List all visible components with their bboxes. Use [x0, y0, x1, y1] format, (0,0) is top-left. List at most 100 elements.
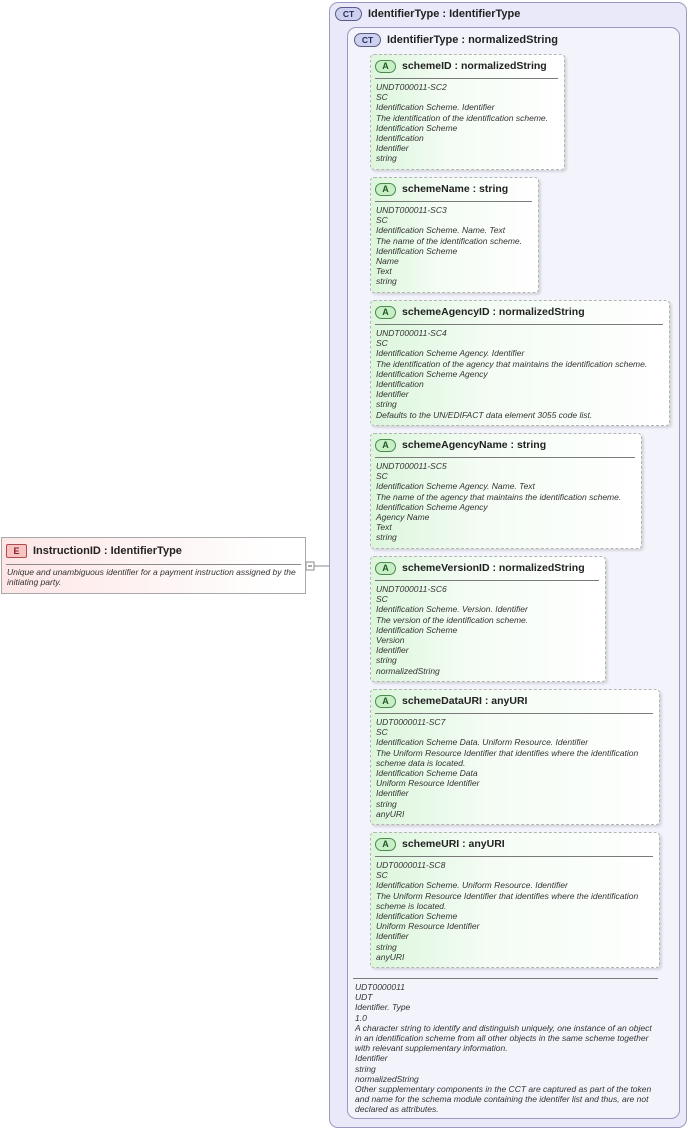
doc-line: UDT0000011-SC8	[376, 860, 446, 870]
doc-line: Identification Scheme Agency. Name. Text	[376, 481, 535, 492]
attribute-title: schemeAgencyName : string	[402, 439, 547, 451]
attribute-divider	[375, 201, 532, 202]
attribute-divider	[375, 713, 653, 714]
doc-line: The name of the identification scheme.	[376, 235, 522, 246]
complex-type-outer-header[interactable]: CT IdentifierType : IdentifierType	[335, 6, 520, 22]
doc-line: Identification Scheme	[376, 624, 458, 635]
doc-line: Identification Scheme	[376, 911, 458, 922]
doc-line: Identification Scheme	[376, 122, 458, 133]
doc-line: Uniform Resource Identifier	[376, 778, 480, 789]
doc-line: Identifier. Type	[355, 1002, 411, 1013]
attribute-title: schemeAgencyID : normalizedString	[402, 306, 585, 318]
doc-line: Identifier	[355, 1053, 388, 1064]
doc-line: The identification of the agency that ma…	[376, 358, 648, 369]
doc-line: The identification of the identification…	[376, 112, 548, 123]
doc-line: 1.0	[355, 1012, 367, 1023]
attribute-divider	[375, 580, 599, 581]
doc-line: The Uniform Resource Identifier that ide…	[376, 747, 639, 768]
element-header: E InstructionID : IdentifierType	[6, 542, 301, 560]
element-title: InstructionID : IdentifierType	[33, 545, 182, 557]
attribute-badge-icon: A	[375, 438, 396, 452]
complex-type-doc-divider	[353, 978, 658, 979]
doc-line: Text	[376, 266, 392, 277]
complex-type-inner-title: IdentifierType : normalizedString	[387, 34, 558, 46]
attribute-badge-icon: A	[375, 694, 396, 708]
attribute-documentation: UDT0000011-SC7 SC Identification Scheme …	[376, 717, 655, 819]
attribute-title: schemeVersionID : normalizedString	[402, 562, 585, 574]
element-documentation: Unique and unambiguous identifier for a …	[7, 567, 296, 587]
doc-line: Identification Scheme	[376, 245, 458, 256]
doc-line: The version of the identification scheme…	[376, 614, 529, 625]
element-instructionid[interactable]: E InstructionID : IdentifierType Unique …	[1, 537, 306, 594]
doc-line: anyURI	[376, 951, 405, 962]
doc-line: Agency Name	[376, 512, 430, 523]
doc-line: SC	[376, 338, 388, 349]
doc-line: string	[376, 399, 397, 410]
doc-line: string	[376, 941, 397, 952]
complex-type-inner-header[interactable]: CT IdentifierType : normalizedString	[354, 32, 558, 48]
element-badge-icon: E	[6, 544, 27, 558]
doc-line: Identification Scheme. Name. Text	[376, 225, 506, 236]
complex-type-outer-title: IdentifierType : IdentifierType	[368, 8, 521, 20]
attribute-divider	[375, 324, 663, 325]
complex-type-documentation: UDT0000011 UDT Identifier. Type 1.0 A ch…	[355, 982, 655, 1115]
doc-line: UNDT000011-SC2	[376, 82, 447, 92]
attribute-title: schemeID : normalizedString	[402, 60, 547, 72]
doc-line: string	[376, 153, 397, 164]
complex-type-badge-icon: CT	[335, 7, 362, 21]
doc-line: SC	[376, 92, 388, 103]
doc-line: Identifier	[376, 645, 409, 656]
doc-line: normalizedString	[355, 1073, 419, 1084]
doc-line: Version	[376, 635, 405, 646]
complex-type-badge-icon: CT	[354, 33, 381, 47]
doc-line: A character string to identify and disti…	[355, 1022, 652, 1054]
doc-line: SC	[376, 870, 388, 881]
attribute-documentation: UNDT000011-SC6 SC Identification Scheme.…	[376, 584, 601, 676]
attribute-badge-icon: A	[375, 305, 396, 319]
doc-line: SC	[376, 594, 388, 605]
attribute-documentation: UNDT000011-SC5 SC Identification Scheme …	[376, 461, 637, 543]
doc-line: UNDT000011-SC6	[376, 584, 447, 594]
doc-line: Name	[376, 256, 399, 267]
doc-line: Identification	[376, 133, 424, 144]
doc-line: Identifier	[376, 143, 409, 154]
attribute-title: schemeDataURI : anyURI	[402, 695, 528, 707]
doc-line: string	[376, 532, 397, 543]
doc-line: Identification Scheme. Identifier	[376, 102, 495, 113]
doc-line: Identifier	[376, 389, 409, 400]
doc-line: Defaults to the UN/EDIFACT data element …	[376, 409, 593, 420]
doc-line: Identification Scheme Data. Uniform Reso…	[376, 737, 589, 748]
attribute-documentation: UNDT000011-SC2 SC Identification Scheme.…	[376, 82, 560, 164]
doc-line: normalizedString	[376, 665, 440, 676]
doc-line: Identification Scheme Agency. Identifier	[376, 348, 525, 359]
attribute-title: schemeURI : anyURI	[402, 838, 505, 850]
doc-line: Identification	[376, 379, 424, 390]
doc-line: The Uniform Resource Identifier that ide…	[376, 890, 639, 911]
doc-line: anyURI	[376, 808, 405, 819]
doc-line: Identification Scheme Data	[376, 768, 478, 779]
attribute-documentation: UNDT000011-SC3 SC Identification Scheme.…	[376, 205, 534, 287]
doc-line: UDT0000011	[355, 982, 405, 992]
doc-line: Uniform Resource Identifier	[376, 921, 480, 932]
doc-line: Identification Scheme Agency	[376, 368, 488, 379]
doc-line: UNDT000011-SC5	[376, 461, 447, 471]
attribute-divider	[375, 856, 653, 857]
attribute-documentation: UNDT000011-SC4 SC Identification Scheme …	[376, 328, 665, 420]
doc-line: string	[376, 798, 397, 809]
doc-line: string	[376, 655, 397, 666]
attribute-documentation: UDT0000011-SC8 SC Identification Scheme.…	[376, 860, 655, 962]
doc-line: UNDT000011-SC3	[376, 205, 447, 215]
attribute-badge-icon: A	[375, 182, 396, 196]
doc-line: string	[355, 1063, 376, 1074]
attribute-divider	[375, 457, 635, 458]
element-divider	[6, 564, 301, 565]
attribute-badge-icon: A	[375, 561, 396, 575]
doc-line: SC	[376, 215, 388, 226]
